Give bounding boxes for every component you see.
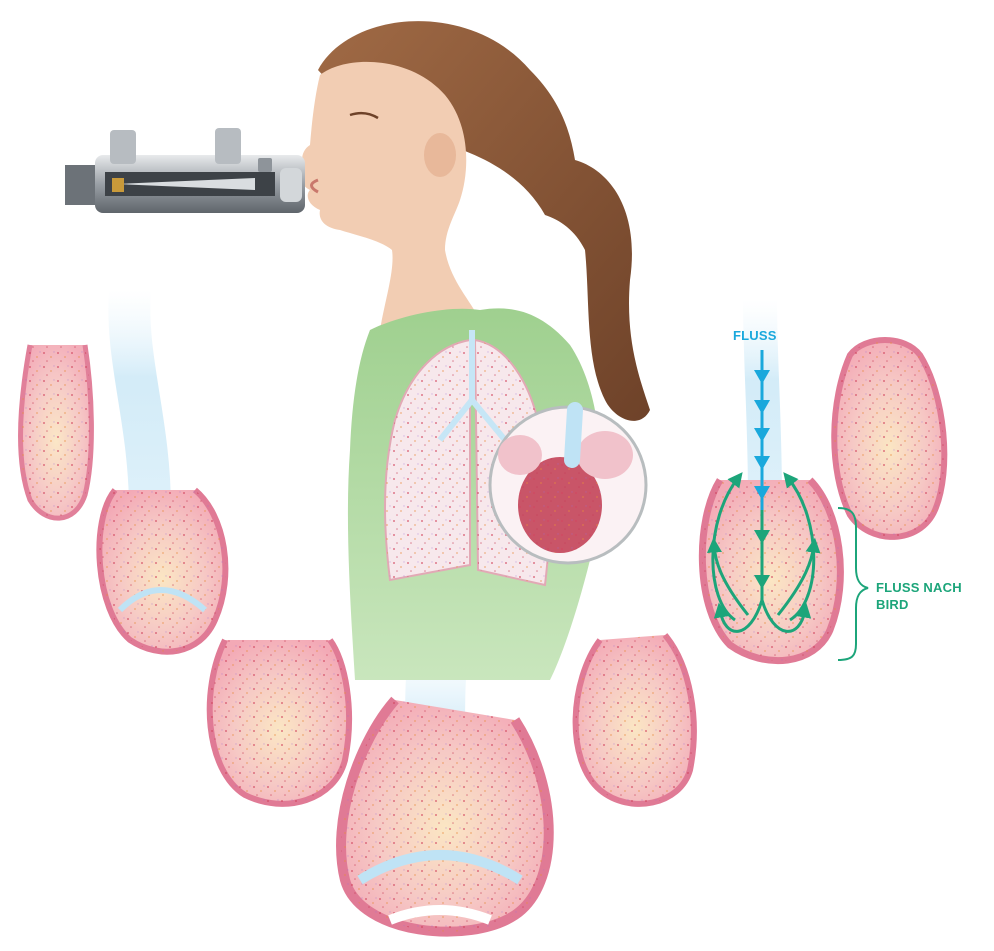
flow-label: FLUSS	[733, 328, 777, 345]
alveoli-magnifier	[490, 407, 646, 563]
bird-flow-label-line1: FLUSS NACH	[876, 580, 986, 597]
alveolus-bottom-center	[341, 700, 549, 932]
alveolus-top-right	[834, 340, 944, 537]
alveolus-top-left	[21, 345, 92, 518]
bird-respirator-icon	[65, 128, 305, 213]
bird-flow-label: FLUSS NACH BIRD	[876, 580, 986, 614]
alveolus-low-right	[576, 635, 694, 804]
alveolus-low-left	[210, 640, 349, 804]
alveolus-mid-left	[99, 490, 225, 652]
bird-flow-label-line2: BIRD	[876, 597, 986, 614]
ear	[424, 133, 456, 177]
